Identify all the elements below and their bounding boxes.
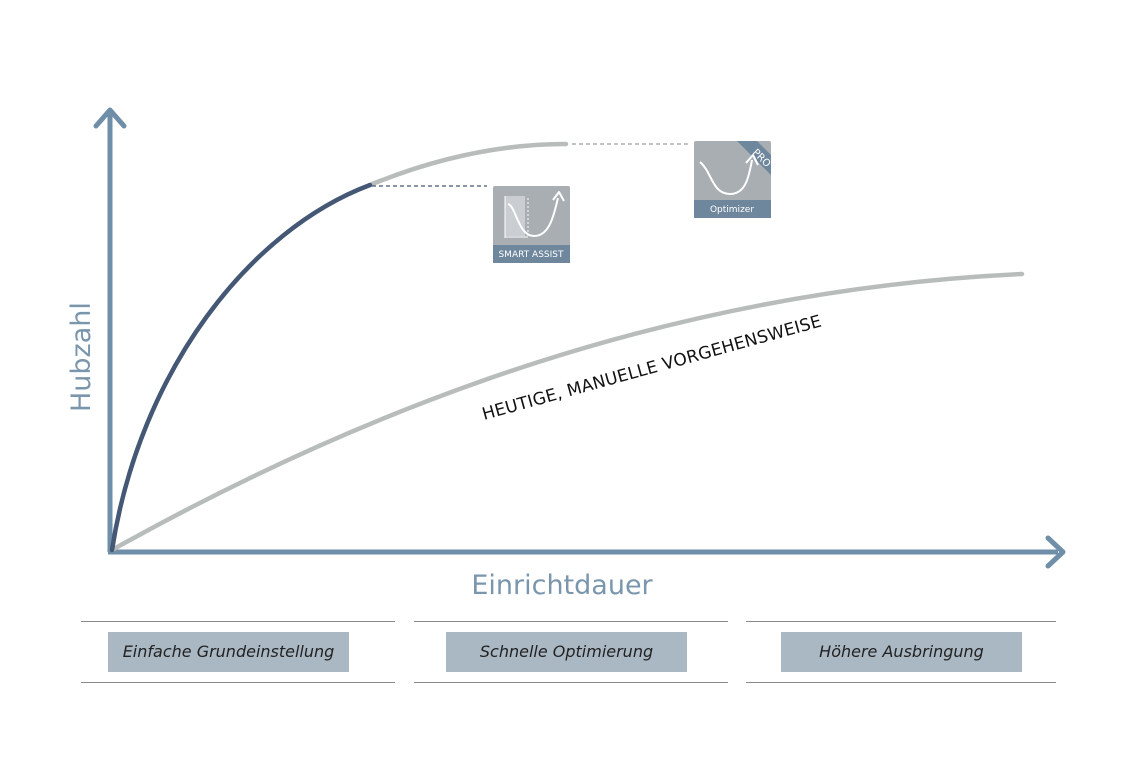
optimizer-label: Optimizer bbox=[710, 205, 754, 215]
phase-row-2: Schnelle Optimierung bbox=[414, 621, 728, 683]
phase-row-1: Einfache Grundeinstellung bbox=[81, 621, 395, 683]
y-axis-arrowhead bbox=[93, 107, 127, 129]
phase-label-basic-setup: Einfache Grundeinstellung bbox=[108, 632, 349, 672]
optimized-curve-grey bbox=[367, 141, 569, 188]
y-axis-label: Hubzahl bbox=[66, 302, 97, 412]
optimized-curve-dark bbox=[109, 182, 373, 553]
smart-assist-icon bbox=[504, 191, 565, 238]
phase-label-fast-optimization: Schnelle Optimierung bbox=[446, 632, 687, 672]
manual-curve bbox=[109, 271, 1025, 553]
x-axis-arrowhead bbox=[1045, 535, 1066, 569]
smart-assist-badge: SMART ASSIST bbox=[493, 186, 570, 263]
phase-label-higher-output: Höhere Ausbringung bbox=[781, 632, 1022, 672]
optimizer-icon bbox=[699, 154, 759, 196]
phase-row-3: Höhere Ausbringung bbox=[746, 621, 1056, 683]
optimizer-badge: PRO Optimizer bbox=[694, 141, 772, 218]
x-axis-label: Einrichtdauer bbox=[471, 570, 653, 601]
smart-assist-label: SMART ASSIST bbox=[498, 250, 564, 260]
